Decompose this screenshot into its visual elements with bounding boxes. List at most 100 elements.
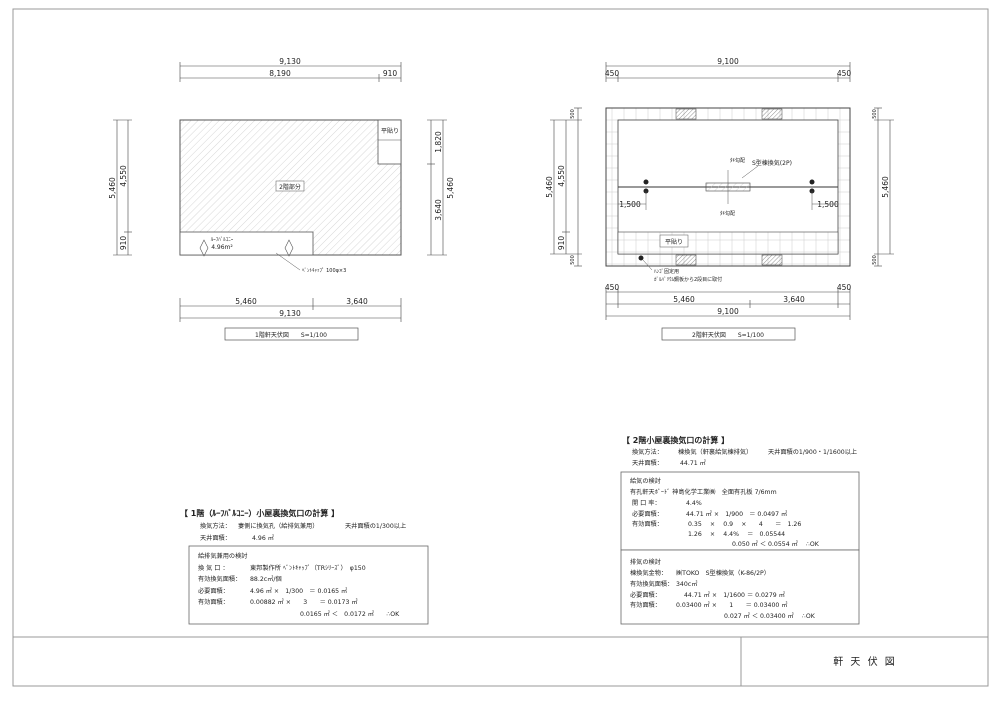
calc1-method-note: 天井面積の1/300以上 (345, 522, 406, 530)
calc1-area-label: 天井面積： (200, 534, 231, 542)
calc2-b2r2-label: 有効換気面積： (630, 580, 673, 588)
plan-2: 9,100 450 450 ﾀｷ勾配 ﾀｷ勾配 S型棟換気(2P) 1,500 … (545, 57, 894, 341)
dim-label: 1,820 (434, 131, 443, 153)
calc2-b1r6-value: 0.050 ㎡ ＜ 0.0554 ㎡ ∴OK (732, 540, 820, 548)
dim-label: 9,130 (279, 57, 301, 66)
calc2-box-exhaust (620, 549, 860, 625)
dim-label: 910 (557, 236, 566, 251)
note-line-1: ﾊﾝｺﾞ固定用 (654, 268, 679, 275)
calc1-r5-value: 0.0165 ㎡ ＜ 0.0172 ㎡ ∴OK (300, 610, 400, 618)
dim-label: 5,460 (108, 177, 117, 199)
balcony-label: ﾙｰﾌﾊﾞﾙｺﾆｰ (211, 236, 234, 243)
sheet-border (12, 8, 989, 687)
calc2-b2r3-value: 44.71 ㎡ × 1/1600 ＝ 0.0279 ㎡ (684, 591, 786, 599)
calc1-r4-value: 0.00882 ㎡ × 3 ＝ 0.0173 ㎡ (250, 598, 358, 606)
plan-1: 9,130 8,190 910 平貼り 2階部分 ﾙｰﾌﾊﾞﾙｺﾆｰ 4.96m… (108, 57, 455, 341)
calc2-b2r1-value: ㈱TOKO S型棟換気（K-86/2P） (676, 569, 770, 577)
marker-icon (638, 255, 644, 261)
calc1-r1-label: 換 気 口 ： (198, 564, 229, 572)
calc1-r3-label: 必要面積： (198, 587, 229, 595)
calc2-b1r5-value: 1.26 × 4.4% ＝ 0.05544 (688, 531, 785, 538)
dim-label: 450 (605, 69, 620, 78)
calc2-b2r3-label: 必要面積： (630, 591, 661, 599)
dim-label: 1,500 (817, 200, 839, 209)
marker-icon (809, 179, 815, 185)
calc1-box-title: 給排気兼用の検討 (198, 552, 248, 560)
dim-label: 8,190 (269, 69, 291, 78)
dim-label: 9,100 (717, 307, 739, 316)
calc2-b1r3-label: 必要面積： (632, 510, 663, 518)
room-hira-label: 平貼り (665, 238, 683, 246)
dim-label: 4,550 (557, 165, 566, 187)
calc2-b2r4-label: 有効面積： (630, 601, 661, 609)
dim-label: 500 (872, 109, 878, 119)
dim-label: 9,130 (279, 309, 301, 318)
calc2-box-supply (620, 471, 860, 551)
ridge-vent-label: S型棟換気(2P) (752, 159, 792, 167)
eave-vent (761, 254, 783, 266)
calc2-b1r2-value: 4.4% (686, 500, 702, 507)
calc2-method-note: 天井面積の1/900・1/1600以上 (768, 448, 857, 456)
calc2-method-value: 棟換気（軒裏給気棟排気） (678, 448, 752, 456)
balcony (179, 231, 314, 256)
calc1-method-value: 妻側に換気孔（給排気兼用） (238, 522, 318, 530)
calc2-method-label: 換気方法： (632, 448, 663, 456)
slope-label: ﾀｷ勾配 (730, 157, 745, 164)
calc2-box2-title: 排気の検討 (630, 558, 661, 566)
plan1-caption: 1階軒天伏図 S=1/100 (255, 331, 327, 339)
marker-icon (643, 179, 649, 185)
dim-label: 3,640 (434, 199, 443, 221)
dim-label: 5,460 (673, 295, 695, 304)
dim-label: 500 (570, 109, 576, 119)
vent-arrow-icon (199, 239, 209, 257)
dim-label: 4,550 (119, 165, 128, 187)
calc1-method-label: 換気方法： (200, 522, 231, 530)
calc1-r3-value: 4.96 ㎡ × 1/300 ＝ 0.0165 ㎡ (250, 587, 348, 595)
dim-label: 1,500 (619, 200, 641, 209)
dim-label: 500 (872, 255, 878, 265)
plan2-caption: 2階軒天伏図 S=1/100 (692, 331, 764, 339)
calc1-r1-value: 東邦製作所 ﾍﾞﾝﾄｷｬｯﾌﾟ（TRｼﾘｰｽﾞ） φ150 (250, 564, 366, 572)
calc2-b1r1: 有孔軒天ﾎﾞｰﾄﾞ 神島化学工業㈱ 全面有孔板 7/6mm (630, 488, 777, 496)
calc-2: 【 2階小屋裏換気口の計算 】 換気方法： 棟換気（軒裏給気棟排気） 天井面積の… (620, 435, 860, 625)
calc2-area-value: 44.71 ㎡ (680, 459, 707, 467)
calc2-b2r5-value: 0.027 ㎡ ＜ 0.03400 ㎡ ∴OK (724, 612, 816, 620)
vent-note: ﾍﾞﾝﾄｷｬｯﾌﾟ 100φ×3 (302, 267, 346, 274)
dim-label: 450 (605, 283, 620, 292)
calc2-b2r4-value: 0.03400 ㎡ × 1 ＝ 0.03400 ㎡ (676, 601, 788, 609)
drawing-title: 軒 天 伏 図 (833, 655, 897, 668)
calc2-title: 【 2階小屋裏換気口の計算 】 (622, 435, 729, 445)
dim-label: 5,460 (235, 297, 257, 306)
balcony-area: 4.96m² (211, 244, 233, 251)
dim-label: 5,460 (545, 176, 554, 198)
calc1-r2-label: 有効換気面積： (198, 575, 241, 583)
calc1-r4-label: 有効面積： (198, 598, 229, 606)
calc2-b1r4-label: 有効面積： (632, 520, 663, 528)
dim-label: 9,100 (717, 57, 739, 66)
calc-1: 【 1階（ﾙｰﾌﾊﾞﾙｺﾆｰ）小屋裏換気口の計算 】 換気方法： 妻側に換気孔（… (180, 508, 429, 625)
note-line-2: ｶﾞﾙﾊﾞﾘｳﾑ鋼板から2段目に取付 (654, 276, 722, 283)
dim-label: 3,640 (783, 295, 805, 304)
dim-label: 5,460 (446, 177, 455, 199)
calc1-r2-value: 88.2c㎡/個 (250, 575, 282, 583)
dim-label: 450 (837, 283, 852, 292)
room-hira (377, 119, 402, 165)
calc2-box1-title: 給気の検討 (630, 477, 661, 485)
dim-label: 910 (119, 236, 128, 251)
eave-vent (675, 108, 697, 120)
calc2-area-label: 天井面積： (632, 459, 663, 467)
calc2-b2r1-label: 棟換気金物： (630, 569, 667, 577)
calc2-b1r3-value: 44.71 ㎡ × 1/900 ＝ 0.0497 ㎡ (686, 510, 788, 518)
room-hira-label: 平貼り (381, 127, 399, 135)
calc1-title: 【 1階（ﾙｰﾌﾊﾞﾙｺﾆｰ）小屋裏換気口の計算 】 (180, 508, 339, 518)
calc1-area-value: 4.96 ㎡ (252, 534, 275, 542)
dim-label: 450 (837, 69, 852, 78)
dim-label: 3,640 (346, 297, 368, 306)
slope-label: ﾀｷ勾配 (720, 210, 735, 217)
dim-label: 910 (383, 69, 398, 78)
calc2-b2r2-value: 340c㎡ (676, 580, 698, 588)
room-2f-label: 2階部分 (279, 183, 301, 191)
calc1-box (188, 545, 429, 625)
hira-strip (617, 231, 839, 255)
